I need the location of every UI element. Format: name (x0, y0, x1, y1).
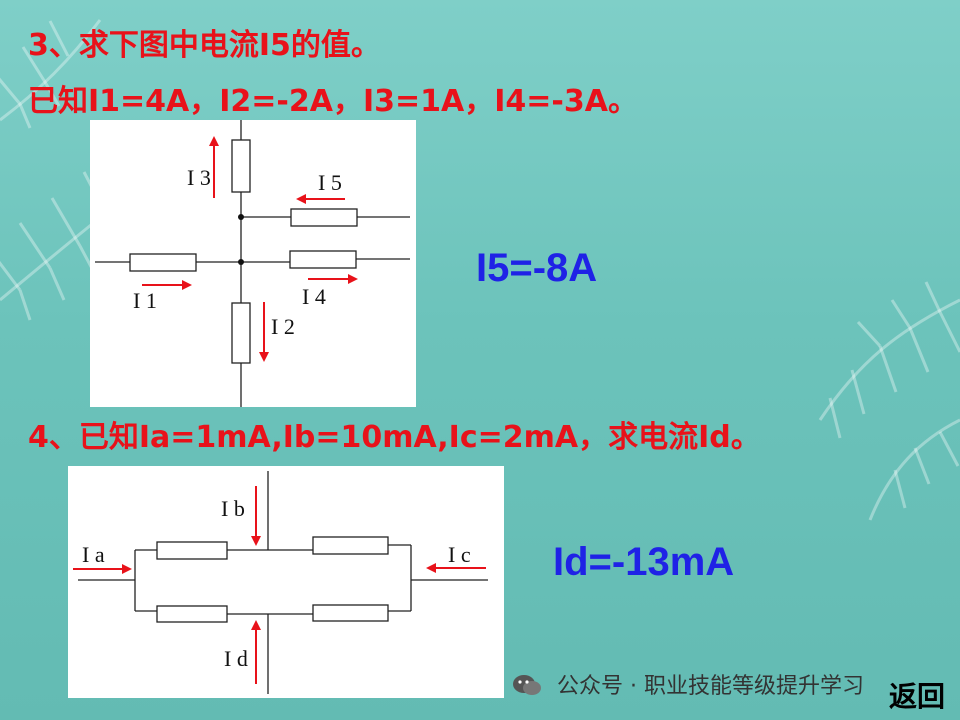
label-i4: I 4 (302, 284, 326, 309)
label-i3: I 3 (187, 165, 211, 190)
resistor-r4 (289, 250, 357, 269)
label-i2: I 2 (271, 314, 295, 339)
label-id: I d (224, 646, 248, 671)
junction-center (238, 259, 244, 265)
watermark-text: 公众号 · 职业技能等级提升学习 (557, 674, 864, 699)
label-ic: I c (448, 542, 471, 567)
resistor-r3 (231, 139, 251, 193)
circuit-diagram-2-svg: I a I b I c I d (73, 471, 488, 694)
back-button[interactable]: 返回 (888, 680, 945, 713)
resistor-bottom-right (312, 604, 389, 622)
circuit-diagram-2: I a I b I c I d (68, 466, 504, 698)
junction-upper (238, 214, 244, 220)
circuit-diagram-1-svg: I 3 I 5 I 1 I 4 I 2 (95, 120, 410, 407)
wechat-icon (513, 675, 541, 695)
label-ib: I b (221, 496, 245, 521)
label-ia: I a (82, 542, 105, 567)
watermark: 公众号 · 职业技能等级提升学习 (512, 668, 864, 700)
label-i5: I 5 (318, 170, 342, 195)
resistor-r2 (231, 302, 251, 364)
resistor-bottom-left (156, 605, 228, 623)
resistor-r5 (290, 208, 358, 227)
question-3-given: 已知I1=4A，I2=-2A，I3=1A，I4=-3A。 (28, 84, 638, 119)
label-i1: I 1 (133, 288, 157, 313)
resistor-top-right (312, 536, 389, 555)
resistor-r1 (129, 253, 197, 272)
answer-3: I5=-8A (476, 246, 598, 290)
circuit-diagram-1: I 3 I 5 I 1 I 4 I 2 (90, 120, 416, 407)
question-3-title: 3、求下图中电流I5的值。 (28, 28, 381, 63)
answer-4: Id=-13mA (553, 540, 735, 584)
resistor-top-left (156, 541, 228, 560)
question-4-title: 4、已知Ia=1mA,Ib=10mA,Ic=2mA，求电流Id。 (28, 420, 761, 455)
